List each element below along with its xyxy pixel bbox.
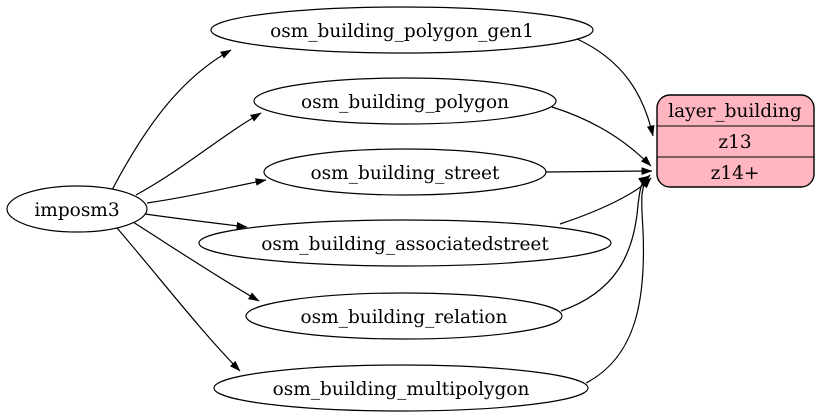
edge-imposm3-to-osm_building_associatedstreet bbox=[144, 213, 248, 230]
node-osm_building_polygon_gen1-label: osm_building_polygon_gen1 bbox=[270, 21, 534, 42]
layer_building-row-z13: z13 bbox=[718, 132, 751, 153]
edge-imposm3-to-osm_building_multipolygon bbox=[116, 227, 241, 372]
node-imposm3-shape bbox=[6, 185, 148, 233]
edge-imposm3-to-osm_building_street bbox=[146, 178, 267, 204]
node-osm_building_street-shape bbox=[263, 148, 547, 196]
edge-imposm3-to-osm_building_polygon_gen1 bbox=[111, 49, 232, 191]
node-imposm3: imposm3 bbox=[6, 185, 148, 233]
node-osm_building_street-label: osm_building_street bbox=[311, 163, 500, 184]
node-layer_building: layer_building z13 z14+ bbox=[656, 94, 815, 188]
node-osm_building_polygon: osm_building_polygon bbox=[253, 77, 557, 125]
node-osm_building_multipolygon-shape bbox=[213, 364, 589, 412]
node-osm_building_relation-shape bbox=[245, 292, 563, 340]
edge-osm_building_associatedstreet-to-z14 bbox=[559, 177, 652, 225]
node-osm_building_polygon_gen1-shape bbox=[210, 6, 594, 54]
node-osm_building_multipolygon-label: osm_building_multipolygon bbox=[273, 379, 530, 400]
edge-osm_building_street-to-z14 bbox=[545, 167, 653, 175]
node-osm_building_multipolygon: osm_building_multipolygon bbox=[213, 364, 589, 412]
edge-imposm3-to-osm_building_polygon bbox=[135, 112, 262, 196]
node-osm_building_polygon_gen1: osm_building_polygon_gen1 bbox=[210, 6, 594, 54]
edge-osm_building_polygon-to-z14 bbox=[551, 106, 652, 167]
edge-imposm3-to-osm_building_relation bbox=[132, 221, 260, 302]
edge-osm_building_polygon_gen1-to-z13 bbox=[574, 37, 655, 137]
node-osm_building_polygon-shape bbox=[253, 77, 557, 125]
node-osm_building_relation-label: osm_building_relation bbox=[301, 307, 508, 328]
node-osm_building_relation: osm_building_relation bbox=[245, 292, 563, 340]
node-imposm3-label: imposm3 bbox=[34, 200, 119, 221]
node-layer_building-title: layer_building bbox=[668, 101, 802, 122]
node-osm_building_street: osm_building_street bbox=[263, 148, 547, 196]
node-layer_building-shape bbox=[656, 94, 815, 188]
node-osm_building_associatedstreet: osm_building_associatedstreet bbox=[198, 219, 612, 267]
node-osm_building_associatedstreet-label: osm_building_associatedstreet bbox=[261, 234, 549, 255]
node-osm_building_polygon-label: osm_building_polygon bbox=[301, 92, 509, 113]
layer_building-row-z14: z14+ bbox=[711, 163, 760, 184]
edge-osm_building_multipolygon-to-z14 bbox=[585, 174, 651, 384]
node-osm_building_associatedstreet-shape bbox=[198, 219, 612, 267]
